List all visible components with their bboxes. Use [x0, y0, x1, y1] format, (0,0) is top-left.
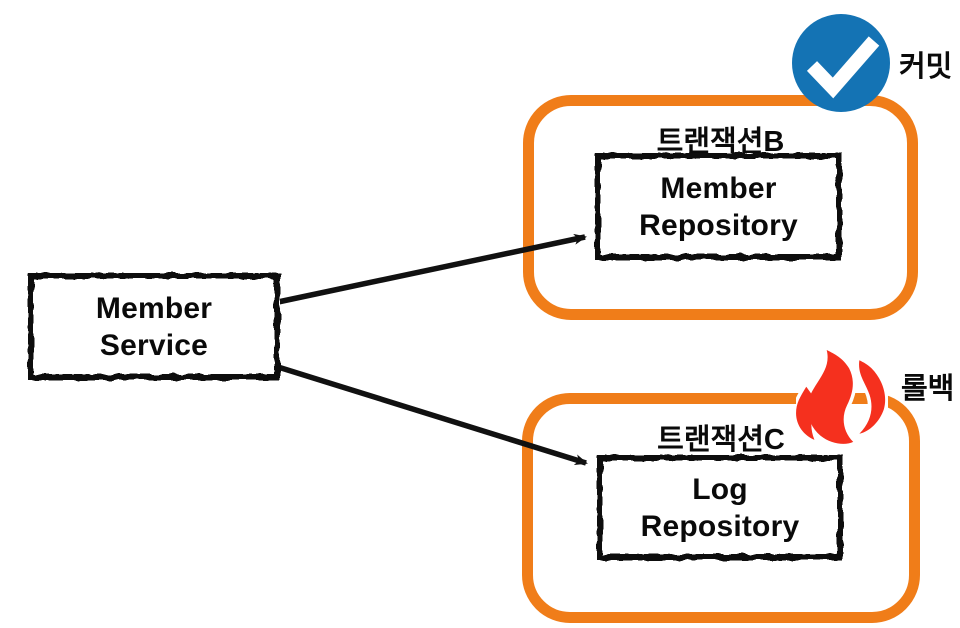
- log-repository-box: Log Repository: [597, 455, 843, 560]
- checkmark-icon: [792, 14, 890, 112]
- member-repository-box: Member Repository: [595, 153, 842, 260]
- log-repository-label: Log Repository: [640, 472, 800, 543]
- member-repository-label: Member Repository: [639, 171, 798, 242]
- commit-status-label: 커밋: [899, 51, 953, 83]
- transaction-c-container: 트랜잭션C: [522, 393, 920, 623]
- transaction-b-title: 트랜잭션B: [656, 126, 785, 158]
- member-service-box: Member Service: [28, 273, 280, 380]
- rollback-status-label: 롤백: [901, 373, 955, 405]
- fire-icon: [796, 350, 888, 447]
- member-service-label: Member Service: [95, 291, 213, 362]
- transaction-c-title: 트랜잭션C: [657, 424, 785, 456]
